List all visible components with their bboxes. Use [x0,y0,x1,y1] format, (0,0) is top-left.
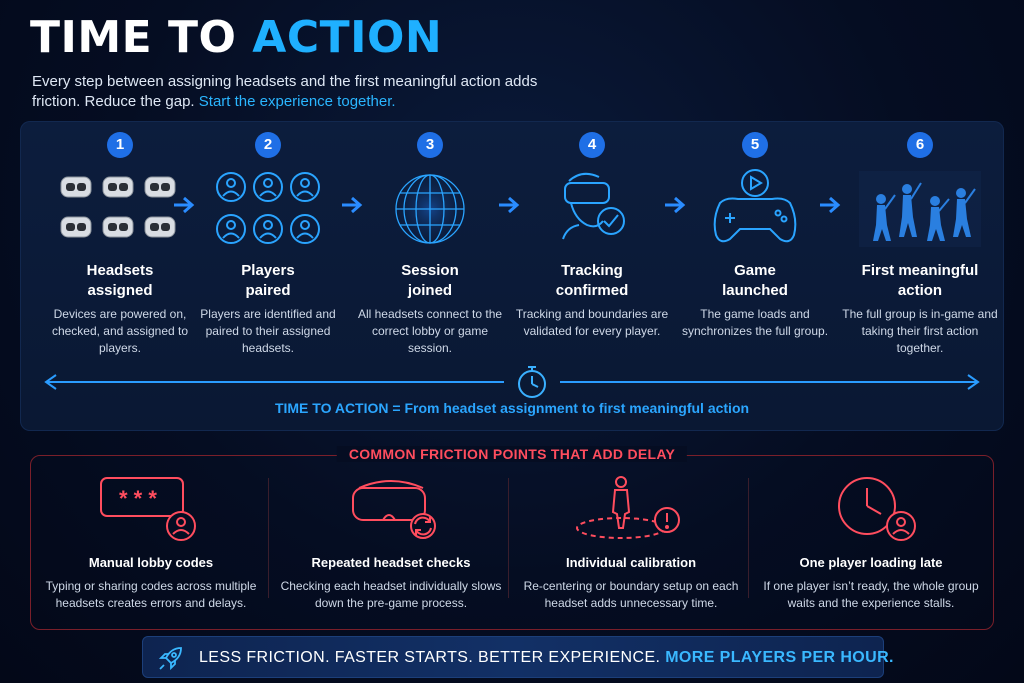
friction-item-calibration: Individual calibration Re-centering or b… [511,468,751,628]
calibration-warning-icon [576,476,680,539]
step-title-line1: Players [241,262,295,279]
step-number: 1 [107,132,133,158]
bottom-banner: LESS FRICTION. FASTER STARTS. BETTER EXP… [142,636,894,678]
friction-title: Manual lobby codes [88,555,214,570]
step-title-line2: joined [407,282,453,299]
title-part1: TIME TO [30,12,253,63]
banner-text-part1: LESS FRICTION. FASTER STARTS. BETTER EXP… [199,649,666,666]
step-title: Players paired [188,261,348,301]
stopwatch-icon [518,366,546,398]
arrow-right-icon [342,196,363,214]
divider [268,478,269,598]
step-description: The game loads and synchronizes the full… [681,307,829,338]
step-number: 6 [907,132,933,158]
step-number: 5 [742,132,768,158]
step-title-line1: Session [401,262,459,279]
players-icon [216,172,320,244]
friction-description: Re-centering or boundary setup on each h… [523,579,739,610]
title-part2: ACTION [252,12,443,63]
divider [748,478,749,598]
friction-panel: COMMON FRICTION POINTS THAT ADD DELAY * … [30,446,994,630]
step-title: Tracking confirmed [512,261,672,301]
step-5: 5 Game launched The game loads and synchr… [675,121,835,361]
step-title-line1: First meaningful [861,262,979,279]
password-user-icon: * * * [100,477,196,541]
step-title: Session joined [350,261,510,301]
step-title: Game launched [675,261,835,301]
step-description: Devices are powered on, checked, and ass… [51,307,189,355]
page-subtitle: Every step between assigning headsets an… [32,72,552,112]
step-4: 4 Tracking confirmed Tracking and boundar… [512,121,672,361]
timeline-arrow [44,366,980,398]
banner-text: LESS FRICTION. FASTER STARTS. BETTER EXP… [199,637,894,679]
friction-item-late-player: One player loading late If one player is… [751,468,991,628]
friction-description: If one player isn’t ready, the whole gro… [763,579,979,610]
step-title-line2: confirmed [555,282,629,299]
step-description: The full group is in-game and taking the… [842,307,998,355]
friction-description: Typing or sharing codes across multiple … [45,579,257,610]
step-6: 6 First meaningful action The full group … [840,121,1000,361]
friction-item-headset-checks: Repeated headset checks Checking each he… [271,468,511,628]
vr-user-check-icon [562,172,625,240]
gamepad-play-icon [713,169,797,243]
step-description: All headsets connect to the correct lobb… [357,307,503,355]
banner-text-part2: MORE PLAYERS PER HOUR. [665,649,894,666]
group-action-icon [859,171,981,247]
step-1: 1 Headsets assigned Devices are powered o… [40,121,200,361]
arrow-right-icon [820,196,841,214]
friction-item-lobby-codes: * * * Manual lobby codes Typing or shari… [31,468,271,628]
arrow-right-icon [174,196,195,214]
friction-title: Individual calibration [565,555,697,570]
friction-description: Checking each headset individually slows… [280,579,502,610]
step-description: Tracking and boundaries are validated fo… [515,307,669,338]
globe-icon [390,169,470,249]
step-number: 3 [417,132,443,158]
arrow-right-icon [665,196,686,214]
step-title-line1: Game [734,262,776,279]
divider [508,478,509,598]
arrow-right-icon [499,196,520,214]
friction-heading: COMMON FRICTION POINTS THAT ADD DELAY [336,446,688,462]
step-title-line1: Headsets [86,262,154,279]
step-title: Headsets assigned [40,261,200,301]
svg-text:* * *: * * * [119,486,157,511]
subtitle-part1: Every step between assigning headsets an… [32,73,538,110]
step-number: 4 [579,132,605,158]
step-title-line1: Tracking [561,262,623,279]
clock-user-icon [838,477,916,541]
timeline-caption: TIME TO ACTION = From headset assignment… [274,400,750,416]
step-title-line2: assigned [87,282,153,299]
step-number: 2 [255,132,281,158]
headset-refresh-icon [352,480,436,539]
page-title: TIME TO ACTION [30,16,442,60]
step-title-line2: action [897,282,943,299]
step-2: 2 Players paired Players are identified a… [188,121,348,361]
steps-panel: 1 Headsets assigned Devices are powered o… [20,121,1004,431]
step-description: Players are identified and paired to the… [200,307,336,355]
step-3: 3 Session joined All headsets connect to … [350,121,510,361]
rocket-icon [158,647,182,671]
step-title-line2: paired [245,282,291,299]
friction-title: Repeated headset checks [311,555,471,570]
vr-headsets-icon [60,176,176,238]
friction-title: One player loading late [799,555,943,570]
step-title: First meaningful action [840,261,1000,301]
step-title-line2: launched [722,282,788,299]
subtitle-part2: Start the experience together. [198,93,396,110]
